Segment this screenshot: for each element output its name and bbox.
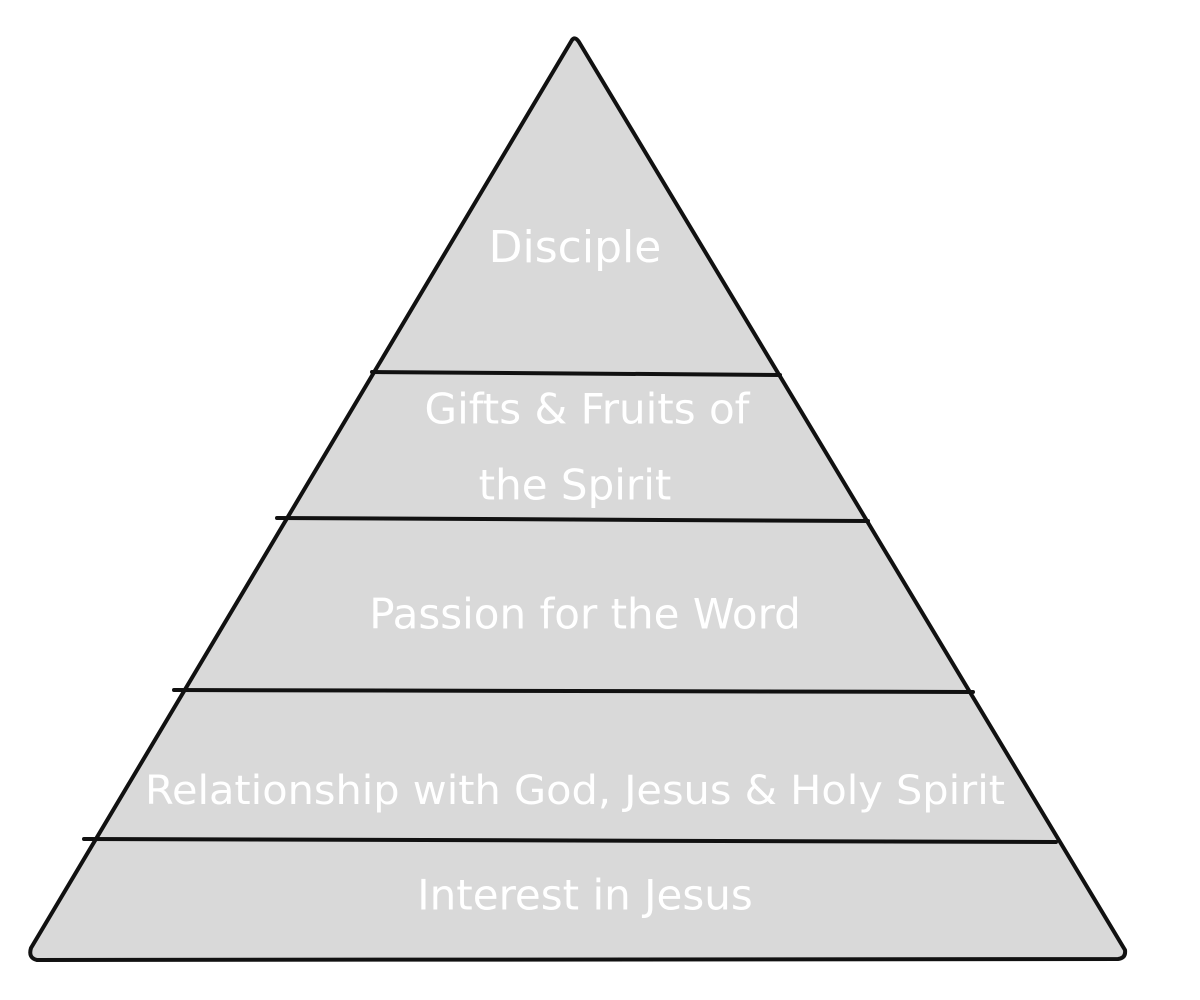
tier-label-disciple: Disciple [489,222,662,273]
tier-divider-1 [370,370,782,377]
tier-label-gifts-line-1: Gifts & Fruits of [425,385,751,434]
tier-divider-2 [275,516,870,523]
tier-label-gifts-line-2: the Spirit [479,461,672,510]
pyramid-outline [28,36,1128,962]
tier-divider-4 [82,837,1058,844]
tier-divider-3 [172,688,975,694]
tier-label-relationship: Relationship with God, Jesus & Holy Spir… [145,768,1005,814]
tier-label-interest: Interest in Jesus [417,871,752,920]
tier-label-passion: Passion for the Word [369,590,801,639]
